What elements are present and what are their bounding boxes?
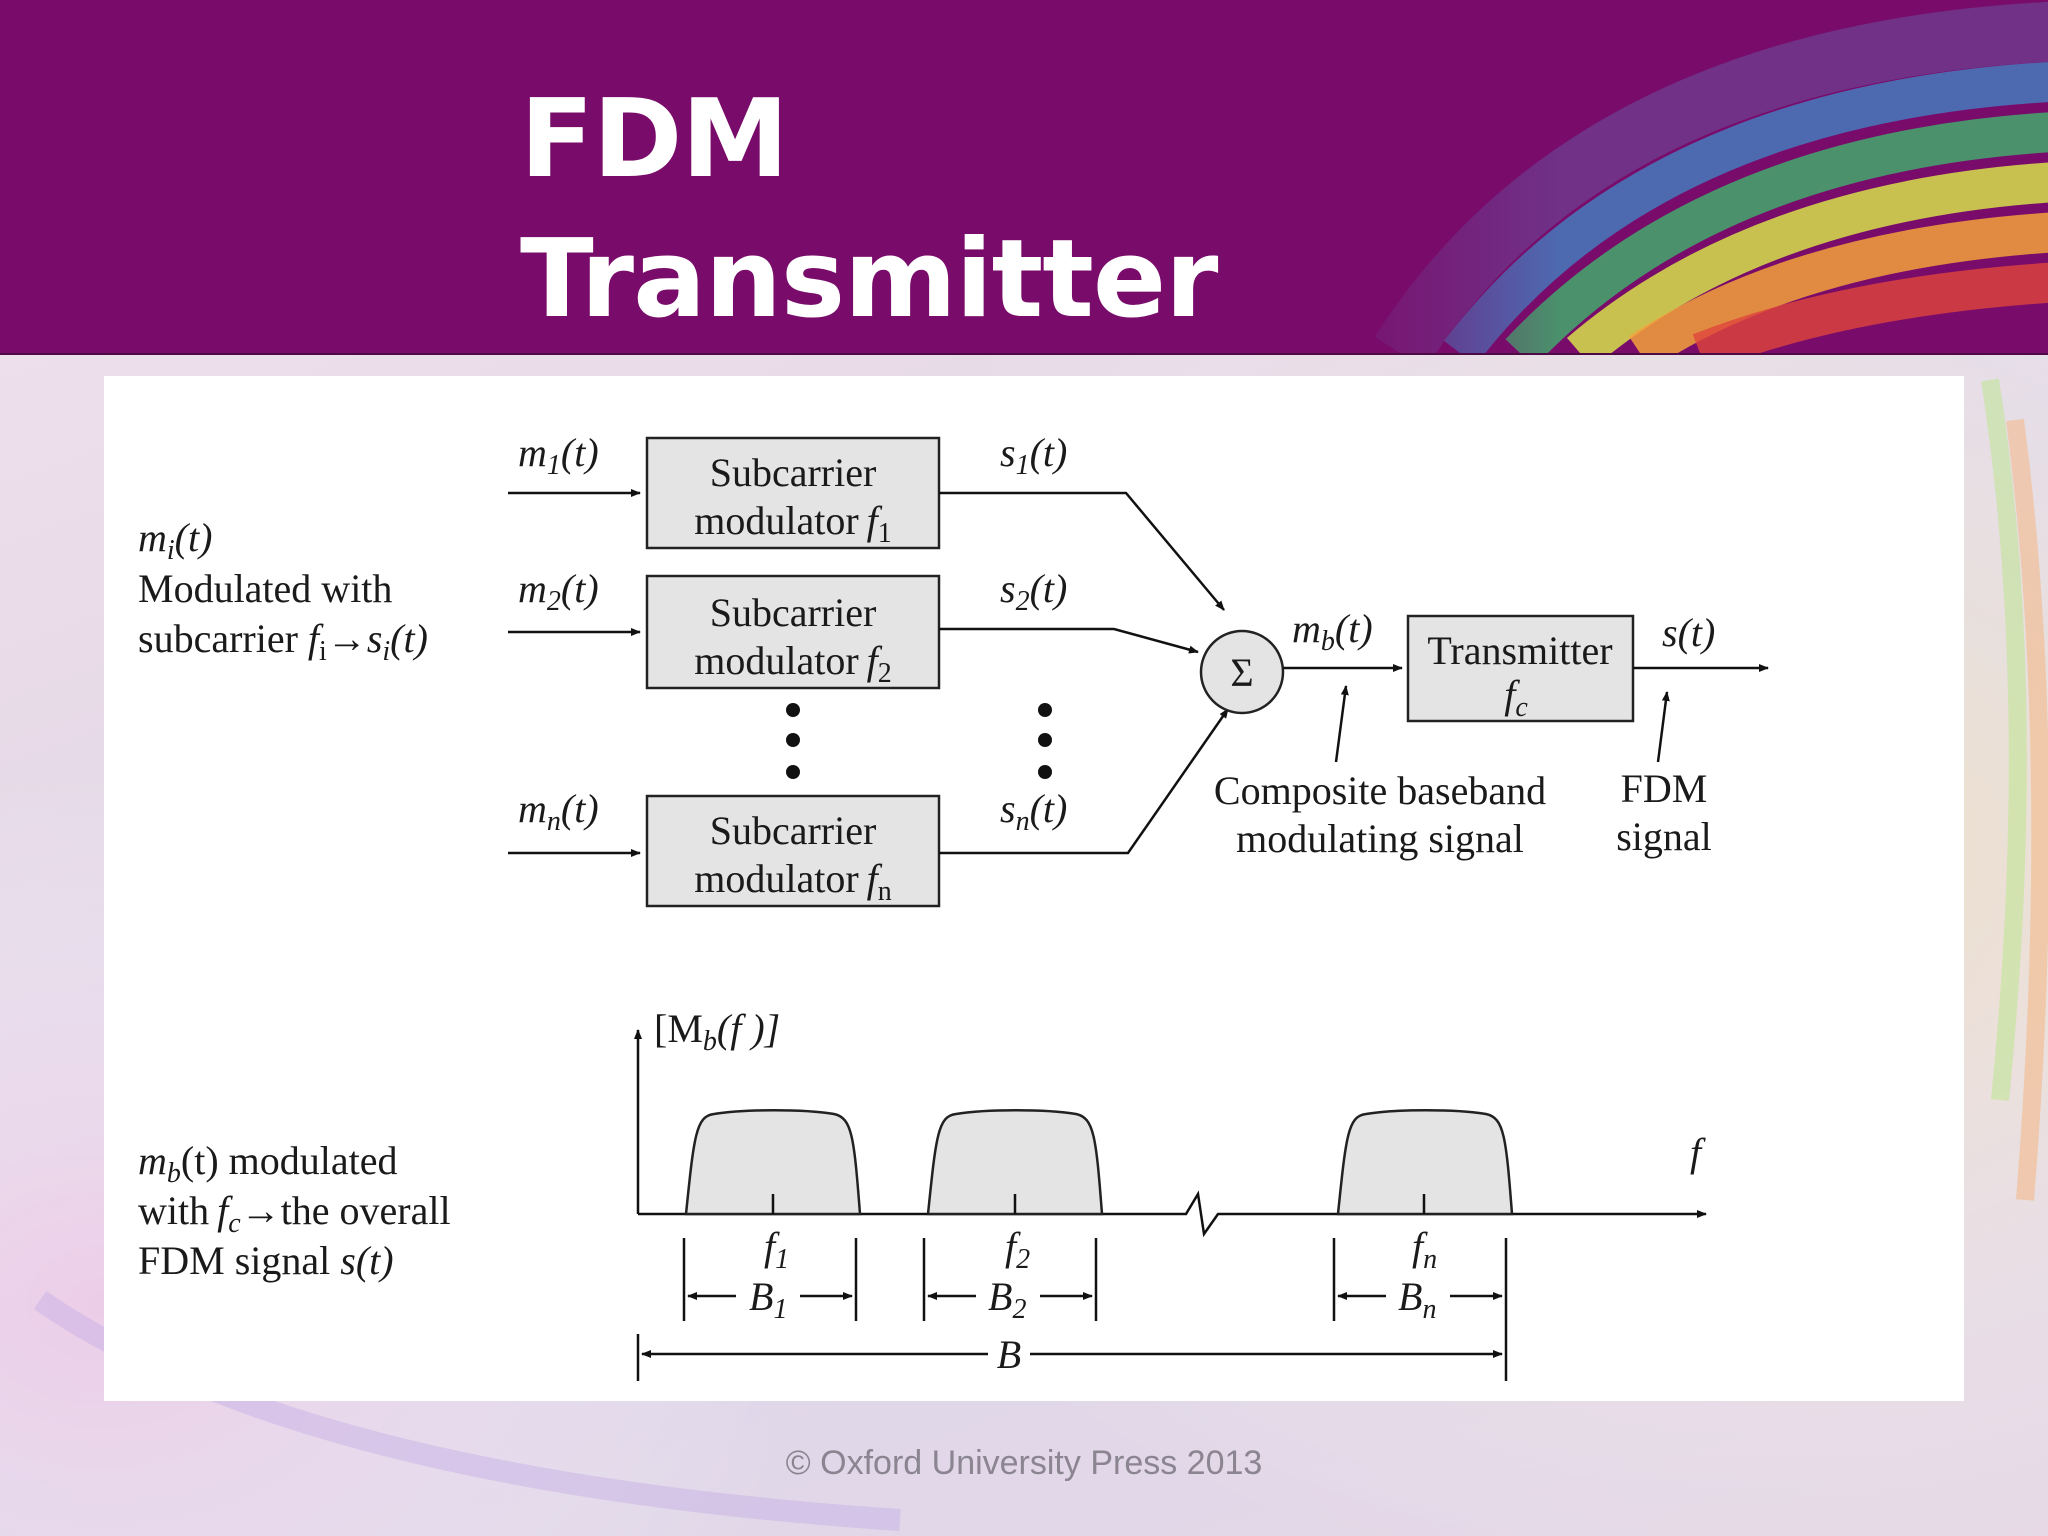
svg-text:Transmitter: Transmitter: [1427, 628, 1612, 673]
fdm-signal-label: FDM signal: [1616, 766, 1712, 859]
svg-text:fn: fn: [1412, 1224, 1437, 1275]
svg-text:fc: fc: [1504, 672, 1528, 723]
svg-text:B2: B2: [988, 1274, 1026, 1325]
title-banner: FDM Transmitter: [0, 0, 2048, 355]
svg-text:mn(t): mn(t): [518, 786, 599, 837]
svg-text:Modulated with: Modulated with: [138, 566, 392, 611]
mb-signal: mb(t): [1283, 606, 1403, 763]
svg-text:s1(t): s1(t): [1000, 430, 1067, 481]
input-m1: m1(t): [508, 430, 641, 497]
svg-text:Composite baseband: Composite baseband: [1214, 768, 1546, 813]
composite-baseband-label: Composite baseband modulating signal: [1214, 768, 1546, 861]
svg-text:mb(t): mb(t): [1292, 606, 1373, 657]
summer-node: Σ: [1199, 629, 1285, 715]
svg-text:mi(t): mi(t): [138, 515, 212, 566]
input-mn: mn(t): [508, 786, 641, 857]
page-title: FDM Transmitter: [520, 77, 1218, 342]
output-s1: s1(t): [939, 430, 1225, 611]
svg-text:B: B: [997, 1332, 1021, 1377]
svg-text:mb(t) modulated: mb(t) modulated: [138, 1138, 398, 1189]
svg-text:s2(t): s2(t): [1000, 566, 1067, 617]
svg-text:Subcarrier: Subcarrier: [710, 590, 877, 635]
svg-text:signal: signal: [1616, 814, 1712, 859]
band-1: [684, 1109, 862, 1216]
svg-text:[Mb(f )]: [Mb(f )]: [654, 1006, 780, 1057]
svg-text:modulating signal: modulating signal: [1236, 816, 1524, 861]
band-n: [1336, 1109, 1514, 1216]
spectrum-plot: [Mb(f )] f f1 f2 fn B1 B2 Bn: [634, 1006, 1707, 1381]
transmitter-block: Transmitter fc: [1406, 614, 1635, 723]
svg-text:f2: f2: [1005, 1224, 1030, 1275]
rainbow-decoration: [1300, 0, 2048, 353]
output-sn: sn(t): [939, 708, 1230, 855]
copyright-footer: © Oxford University Press 2013: [785, 1444, 1263, 1482]
svg-text:m1(t): m1(t): [518, 430, 599, 481]
svg-text:m2(t): m2(t): [518, 566, 599, 617]
svg-text:sn(t): sn(t): [1000, 786, 1067, 837]
svg-text:B1: B1: [749, 1274, 787, 1325]
svg-text:Subcarrier: Subcarrier: [710, 808, 877, 853]
svg-text:f1: f1: [764, 1224, 789, 1275]
svg-text:Σ: Σ: [1230, 650, 1253, 695]
svg-text:Bn: Bn: [1398, 1274, 1436, 1325]
band-2: [926, 1109, 1104, 1216]
svg-text:FDM: FDM: [1621, 766, 1708, 811]
svg-text:f: f: [1690, 1130, 1706, 1175]
ellipsis-dots: [786, 703, 1052, 779]
svg-text:Subcarrier: Subcarrier: [710, 450, 877, 495]
svg-text:s(t): s(t): [1662, 610, 1715, 655]
output-s: s(t): [1633, 610, 1769, 763]
output-s2: s2(t): [939, 566, 1199, 654]
input-m2: m2(t): [508, 566, 641, 636]
